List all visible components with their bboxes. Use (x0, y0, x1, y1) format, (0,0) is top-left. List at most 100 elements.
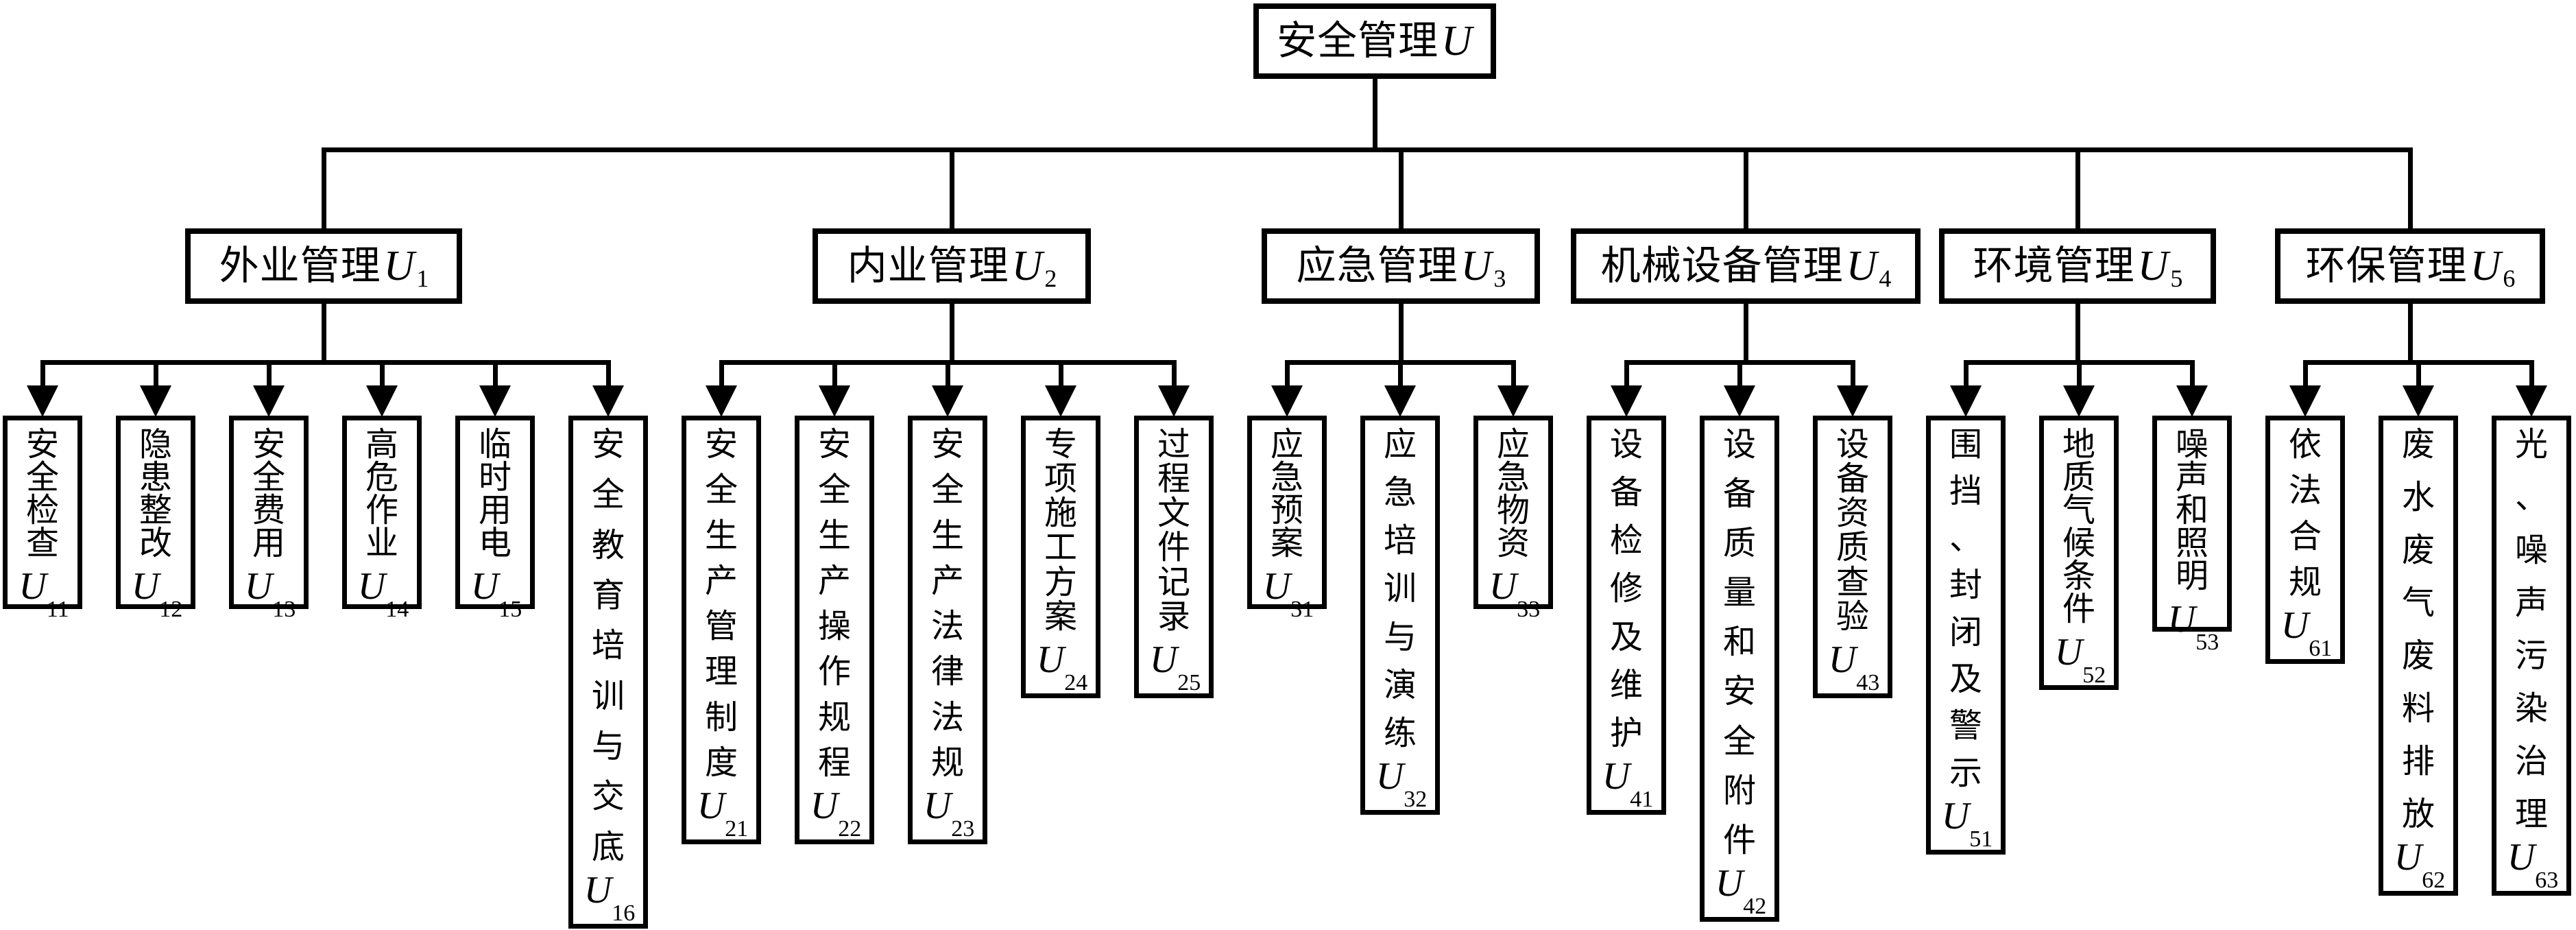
label-char: 底 (591, 828, 625, 866)
child-label: 应急物资 (1478, 420, 1548, 564)
label-char: 修 (1609, 571, 1643, 608)
arrow-shaft-line (153, 360, 158, 391)
label-char: 水 (2401, 479, 2435, 516)
label-char: 质 (1722, 525, 1756, 562)
label-char: 设 (1722, 427, 1756, 463)
arrow-down-icon (1158, 385, 1190, 417)
u-subscript: 41 (1630, 787, 1654, 812)
label-char: 资 (1835, 495, 1869, 532)
u-symbol: U (470, 565, 499, 608)
label-char: 维 (1609, 667, 1643, 704)
group-drop-line (2075, 147, 2080, 231)
label-char: 及 (1609, 619, 1643, 656)
label-char: 改 (139, 525, 172, 562)
label-char: 用 (252, 525, 285, 562)
label-char: 临 (478, 427, 511, 463)
arrow-shaft-line (266, 360, 272, 391)
label-char: 管 (704, 608, 738, 645)
arrow-down-icon (2176, 385, 2208, 417)
u-subscript: 31 (1290, 597, 1314, 623)
child-u-label: U41 (1600, 754, 1653, 811)
child-label: 设备质量和安全附件 (1705, 420, 1774, 861)
label-char: 生 (817, 517, 851, 554)
u-subscript: 6 (2503, 265, 2516, 292)
group-drop-line (949, 147, 954, 231)
child-u-label: U62 (2392, 835, 2445, 892)
label-char: 安 (817, 427, 851, 463)
u-subscript: 5 (2170, 265, 2184, 292)
child-label: 高危作业 (347, 420, 417, 564)
child-u-label: U51 (1939, 794, 1993, 851)
child-u-label: U52 (2052, 630, 2106, 687)
group-stub-line (321, 302, 326, 365)
label-char: 产 (704, 562, 738, 599)
label-char: 废 (2401, 532, 2435, 569)
label-char: 案 (1270, 525, 1303, 562)
root-drop-line (1372, 78, 1377, 152)
arrow-down-icon (2289, 385, 2321, 417)
label-char: 噪 (2514, 532, 2548, 569)
arrow-shaft-line (1510, 360, 1516, 391)
group-stub-line (2075, 302, 2080, 365)
label-char: 件 (1157, 529, 1190, 567)
label-char: 隐 (139, 427, 172, 463)
u-symbol: U (357, 565, 386, 608)
label-char: 物 (1496, 492, 1530, 529)
child-label: 临时用电 (460, 420, 530, 564)
child-label: 过程文件记录 (1139, 420, 1209, 638)
label-char: 护 (1609, 715, 1643, 752)
u-symbol: U (2054, 631, 2083, 673)
group-label: 内业管理 (847, 243, 1009, 288)
child-bus-line (40, 360, 611, 365)
label-char: 应 (1496, 427, 1530, 463)
child-u-label: U13 (242, 564, 296, 621)
u-symbol: U (1036, 638, 1065, 681)
label-char: 安 (591, 427, 625, 463)
label-char: 警 (1949, 708, 1982, 745)
arrow-shaft-line (2076, 360, 2082, 391)
label-char: 地 (2062, 427, 2095, 463)
u-symbol: U (2280, 604, 2309, 647)
arrow-down-icon (932, 385, 963, 417)
label-char: 电 (478, 525, 511, 562)
arrow-shaft-line (2189, 360, 2195, 391)
u-symbol: U (1828, 638, 1857, 681)
child-u-label: U25 (1147, 638, 1201, 695)
u-subscript: 43 (1856, 670, 1880, 695)
child-u-label: U21 (695, 784, 748, 841)
label-char: 育 (591, 577, 625, 615)
label-char: 设 (1609, 427, 1643, 463)
child-u-label: U15 (468, 564, 522, 621)
child-label: 光、噪声污染治理 (2496, 420, 2566, 835)
child-u-label: U53 (2165, 597, 2219, 654)
label-char: 与 (591, 728, 625, 765)
child-label: 地质气候条件 (2044, 420, 2114, 630)
child-label: 安全费用 (234, 420, 304, 564)
label-char: 安 (252, 427, 285, 463)
child-label: 设备资质查验 (1818, 420, 1888, 638)
child-u-label: U43 (1826, 638, 1879, 695)
u-subscript: 25 (1177, 670, 1201, 695)
label-char: 备 (1722, 476, 1756, 513)
label-char: 明 (2175, 558, 2208, 595)
label-char: 量 (1722, 575, 1756, 612)
u-symbol: U (1715, 861, 1744, 905)
label-char: 培 (591, 628, 625, 665)
u-symbol: U (1602, 754, 1630, 798)
child-label: 设备检修及维护 (1591, 420, 1661, 754)
label-char: 产 (930, 562, 964, 599)
label-char: 安 (1722, 673, 1756, 711)
label-char: 培 (1383, 523, 1417, 560)
label-char: 项 (1044, 461, 1077, 498)
label-char: 声 (2514, 584, 2548, 621)
arrow-shaft-line (40, 360, 45, 391)
u-subscript: 63 (2535, 868, 2559, 893)
label-char: 律 (930, 654, 964, 691)
